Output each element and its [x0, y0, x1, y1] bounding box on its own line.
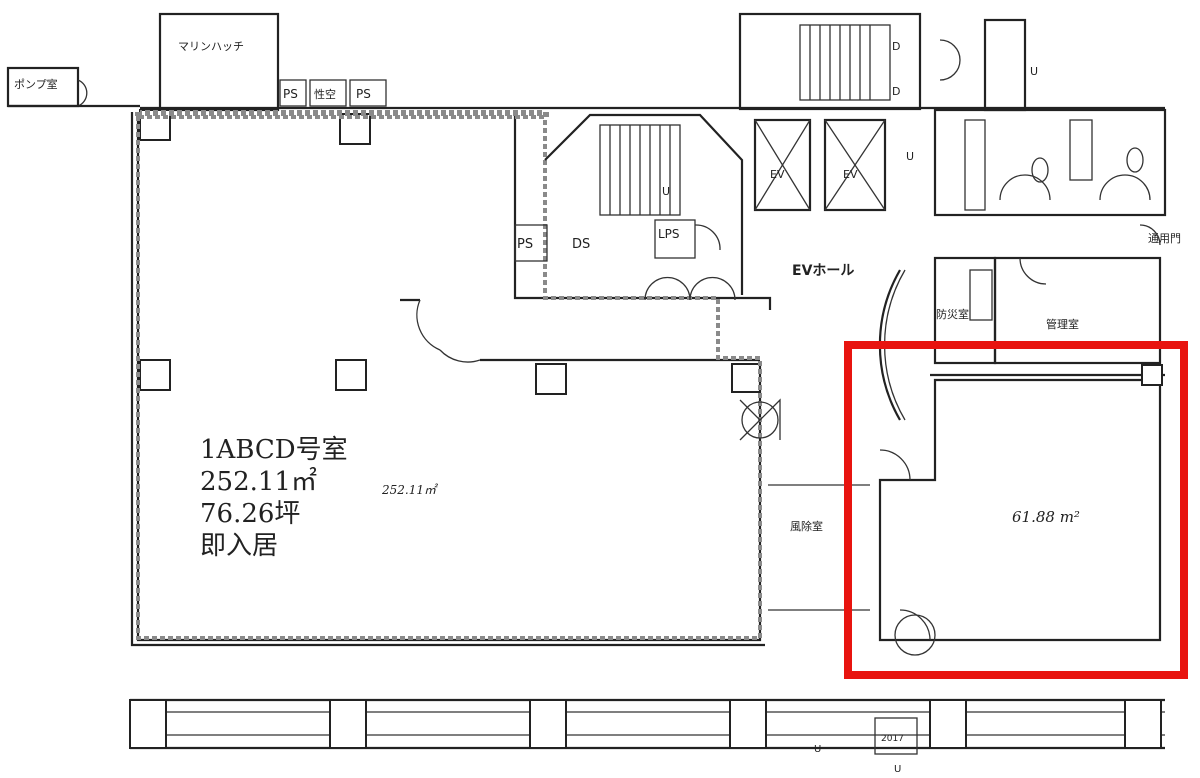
ps-lps: LPS: [658, 227, 680, 241]
ev-hall-label: EVホール: [792, 263, 854, 279]
stair-up-2: U: [1030, 65, 1038, 78]
handwritten-area-right: 61.88 m²: [1012, 508, 1080, 526]
room-1abcd-area-tsubo: 76.26坪: [200, 499, 300, 529]
ps-top-left: PS: [283, 87, 298, 101]
ps-top-right: PS: [356, 87, 371, 101]
stair-down-2: D: [892, 85, 900, 98]
manager-room: 管理室: [993, 256, 1162, 365]
service-door-label: 通用門: [1148, 232, 1181, 245]
stair-up-3: U: [906, 150, 914, 163]
room-1abcd-area-sqm: 252.11㎡: [200, 467, 317, 497]
terrace: 2017 U U: [129, 698, 1165, 775]
manager-room-label: 管理室: [1046, 317, 1079, 331]
ev-2: EV: [843, 168, 858, 181]
highlight-box: [844, 341, 1188, 679]
room-highlighted: 61.88 m²: [844, 341, 1188, 679]
central-stair: U PS DS LPS: [514, 113, 744, 301]
toilets: [933, 108, 1167, 217]
stair-up-label: U: [662, 185, 670, 198]
wind-room-label: 風除室: [790, 519, 823, 533]
bottom-up-2: U: [894, 764, 901, 775]
stair-down-1: D: [892, 40, 900, 53]
wind-room: 風除室: [768, 484, 870, 611]
room-1abcd-info: 1ABCD号室 252.11㎡ 76.26坪 即入居 252.11㎡: [200, 435, 439, 561]
marine-hatch: マリンハッチ PS 性空 PS: [158, 12, 387, 112]
marine-hatch-label: マリンハッチ: [178, 40, 244, 53]
room-1abcd-status: 即入居: [200, 531, 278, 561]
pump-room-label: ポンプ室: [14, 77, 58, 91]
handwritten-area-left: 252.11㎡: [381, 483, 439, 497]
ev-1: EV: [770, 168, 785, 181]
room-1abcd-name: 1ABCD号室: [200, 435, 348, 465]
ds-label: DS: [572, 237, 590, 252]
bottom-code: 2017: [881, 734, 904, 744]
top-stair: D D U: [738, 12, 1038, 112]
svg-text:性空: 性空: [314, 87, 336, 101]
elevators: EV EV U: [753, 118, 914, 212]
ps-left: PS: [517, 237, 533, 252]
bottom-up-1: U: [814, 744, 821, 755]
room-1abcd: [130, 110, 781, 647]
pump-room: ポンプ室: [6, 66, 140, 108]
disaster-room-label: 防災室: [936, 307, 969, 321]
